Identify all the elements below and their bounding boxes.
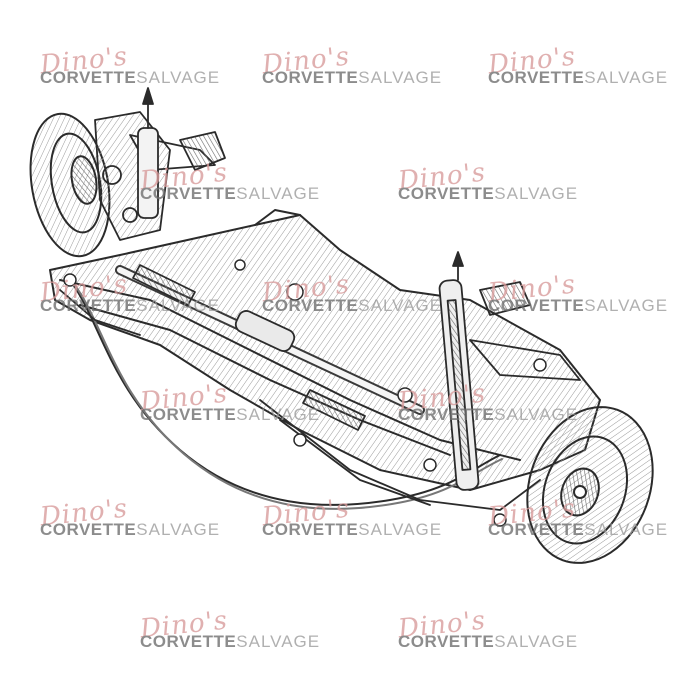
- cradle-body: [49, 209, 601, 491]
- left-knuckle-assembly: [94, 87, 226, 241]
- steering-rack: [115, 264, 425, 431]
- bushings: [63, 259, 547, 527]
- right-strut: [438, 251, 581, 491]
- stabilizer-bar: [69, 279, 503, 510]
- right-brake-rotor: [526, 406, 654, 564]
